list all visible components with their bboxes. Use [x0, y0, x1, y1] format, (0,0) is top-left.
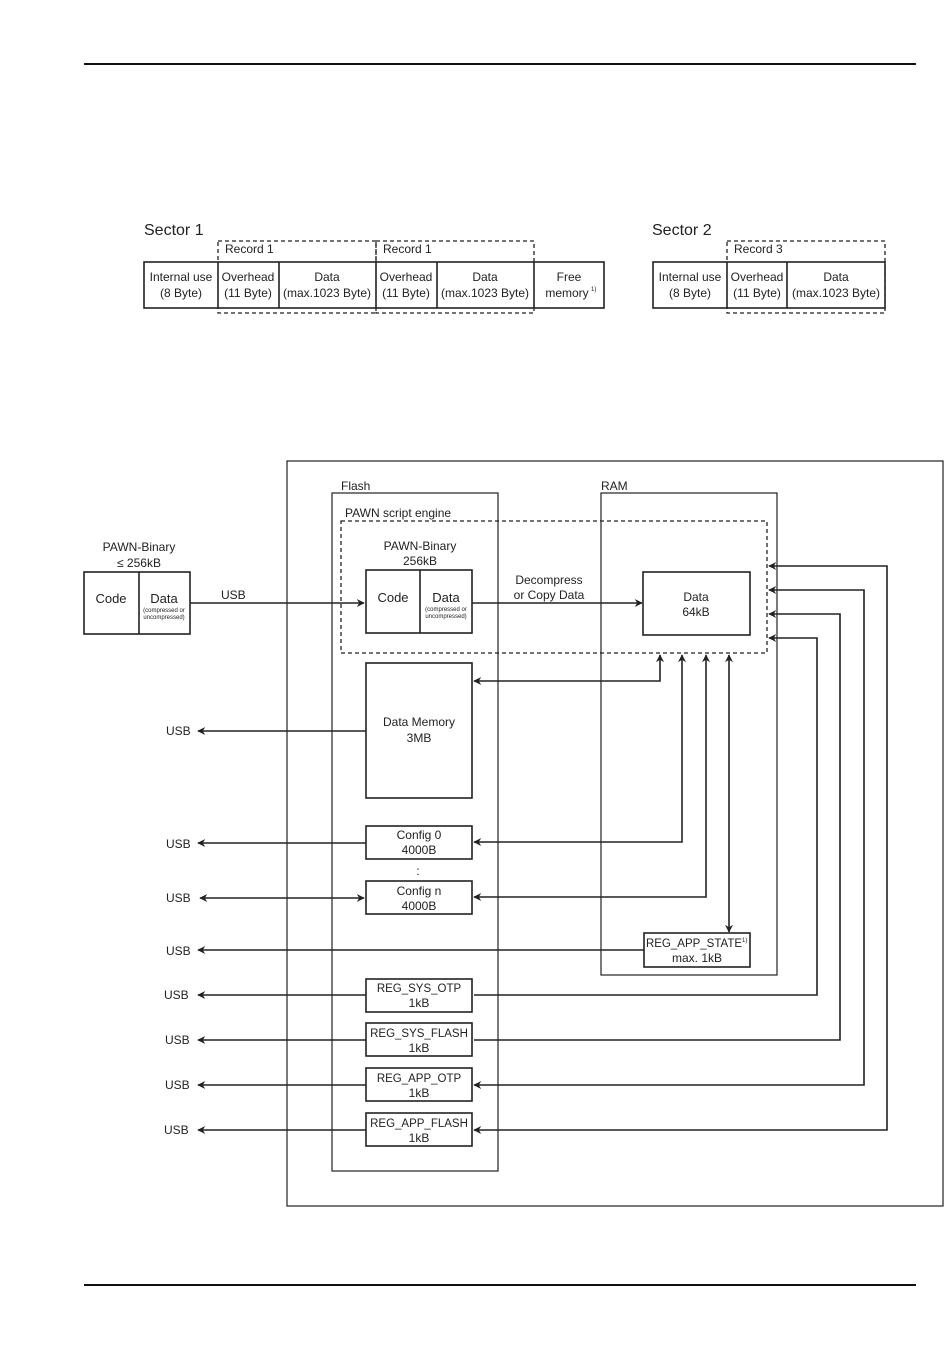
data-memory-line1: Data Memory [383, 715, 455, 729]
confign-line2: 4000B [402, 899, 437, 913]
engine-data-memory-link [473, 654, 664, 685]
s2-overhead-line2: (11 Byte) [733, 286, 781, 300]
config0-line2: 4000B [402, 843, 437, 857]
data-memory-line2: 3MB [407, 731, 432, 745]
ext-data-note2: uncompressed) [143, 615, 184, 621]
reg-sys-flash-link [474, 610, 841, 1041]
reg-app-state-line2: max. 1kB [672, 951, 722, 965]
reg-app-otp-link [473, 586, 865, 1089]
reg-app-flash-line2: 1kB [409, 1131, 430, 1145]
flash-label: Flash [341, 479, 370, 493]
s1-overhead1-line1: Overhead [222, 270, 275, 284]
s1-free-footnote: 1) [591, 287, 596, 293]
ext-code-label: Code [95, 591, 126, 606]
sector-2-figure: Sector 2 Record 3 Internal use (8 Byte) … [652, 222, 886, 314]
decompress-line2: or Copy Data [514, 588, 585, 602]
usb-label-app-state: USB [166, 944, 191, 958]
config0-line1: Config 0 [397, 828, 442, 842]
usb-label-config0: USB [166, 837, 191, 851]
config-ellipsis: : [416, 864, 419, 878]
decompress-line1: Decompress [515, 573, 582, 587]
reg-sys-flash-line2: 1kB [409, 1041, 430, 1055]
usb-label-data-memory: USB [166, 724, 191, 738]
s1-overhead2-line2: (11 Byte) [382, 286, 430, 300]
int-code-label: Code [377, 590, 408, 605]
reg-app-flash-line1: REG_APP_FLASH [370, 1118, 468, 1130]
ext-data-note1: (compressed or [143, 608, 185, 614]
int-data-note2: uncompressed) [425, 614, 466, 620]
usb-in-label: USB [221, 588, 246, 602]
reg-app-otp-line2: 1kB [409, 1086, 430, 1100]
int-binary-size: 256kB [403, 554, 437, 568]
int-data-note1: (compressed or [425, 607, 467, 613]
usb-label-sys-otp: USB [164, 988, 189, 1002]
memory-diagram: Flash RAM PAWN script engine PAWN-Binary… [83, 460, 944, 1207]
reg-app-state-line1: REG_APP_STATE [646, 938, 742, 950]
sector-1-figure: Sector 1 Record 1 Record 1 Internal use … [143, 222, 605, 314]
s2-data-line1: Data [823, 270, 849, 284]
sector-2-row [652, 261, 886, 309]
usb-label-app-otp: USB [165, 1078, 190, 1092]
int-binary-box [365, 569, 473, 634]
s2-data-line2: (max.1023 Byte) [792, 286, 880, 300]
s1-internal-line1: Internal use [150, 270, 213, 284]
sector-2-title: Sector 2 [652, 222, 712, 239]
ext-data-label: Data [150, 591, 178, 606]
int-data-label: Data [432, 590, 460, 605]
s2-internal-line1: Internal use [659, 270, 722, 284]
ram-label: RAM [601, 479, 628, 493]
usb-label-confign: USB [166, 891, 191, 905]
ram-data-line1: Data [683, 590, 709, 604]
engine-confign-link [473, 654, 710, 901]
device-frame [286, 460, 944, 1207]
reg-sys-otp-line1: REG_SYS_OTP [377, 983, 462, 995]
ram-column [600, 492, 778, 976]
ram-data-line2: 64kB [682, 605, 709, 619]
reg-app-otp-box [365, 1067, 473, 1102]
reg-app-flash-link [473, 562, 888, 1134]
engine-config0-link [473, 654, 686, 846]
usb-label-app-flash: USB [164, 1123, 189, 1137]
s1-data1-line2: (max.1023 Byte) [283, 286, 371, 300]
confign-box [365, 880, 473, 915]
s1-free-line1: Free [557, 270, 582, 284]
s1-overhead1-line2: (11 Byte) [224, 286, 272, 300]
reg-sys-flash-box [365, 1022, 473, 1057]
header-rule [84, 63, 916, 65]
data-memory-box [365, 662, 473, 799]
s2-overhead-line1: Overhead [731, 270, 784, 284]
s2-internal-line2: (8 Byte) [669, 286, 711, 300]
footer-rule [84, 1284, 916, 1286]
reg-app-otp-line1: REG_APP_OTP [377, 1073, 462, 1085]
int-binary-title: PAWN-Binary [384, 539, 457, 553]
s1-internal-line2: (8 Byte) [160, 286, 202, 300]
reg-app-flash-box [365, 1112, 473, 1147]
s1-data1-line1: Data [314, 270, 340, 284]
record-3-label: Record 3 [734, 242, 783, 256]
sector-1-row [143, 261, 605, 309]
ext-binary-size: ≤ 256kB [117, 556, 161, 570]
record-1b-label: Record 1 [383, 242, 432, 256]
reg-sys-otp-line2: 1kB [409, 996, 430, 1010]
ext-binary-title: PAWN-Binary [103, 540, 176, 554]
s1-data2-line2: (max.1023 Byte) [441, 286, 529, 300]
usb-label-sys-flash: USB [165, 1033, 190, 1047]
s1-data2-line1: Data [472, 270, 498, 284]
config0-box [365, 825, 473, 860]
reg-app-state-footnote: 1) [742, 938, 747, 944]
confign-line1: Config n [397, 884, 442, 898]
s1-free-line2: memory [545, 286, 588, 300]
engine-label: PAWN script engine [345, 506, 451, 520]
sector-1-title: Sector 1 [144, 222, 204, 239]
record-1a-label: Record 1 [225, 242, 274, 256]
s1-overhead2-line1: Overhead [380, 270, 433, 284]
reg-sys-flash-line1: REG_SYS_FLASH [370, 1028, 468, 1040]
